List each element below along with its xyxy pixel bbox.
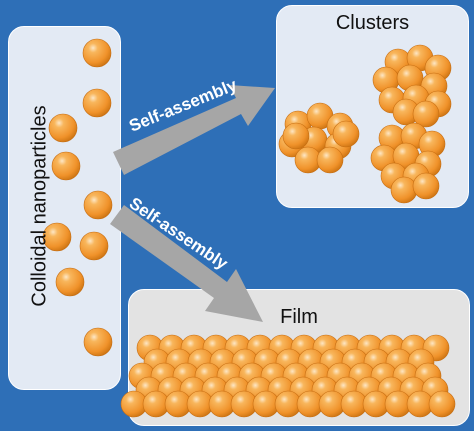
colloidal-nanoparticle [83,190,113,220]
colloidal-nanoparticle [42,222,72,252]
self-assembly-arrow-lower [110,205,263,322]
colloidal-nanoparticle [48,113,78,143]
colloidal-nanoparticle [55,267,85,297]
cluster-nanoparticle [412,100,440,128]
colloidal-nanoparticle [82,88,112,118]
film-title: Film [280,306,318,328]
cluster-nanoparticle [412,172,440,200]
colloidal-nanoparticle [51,151,81,181]
cluster-nanoparticle [332,120,360,148]
film-nanoparticle [428,390,456,418]
colloidal-nanoparticle [82,38,112,68]
cluster-nanoparticle [390,176,418,204]
colloidal-nanoparticles-title: Colloidal nanoparticles [28,105,51,307]
colloidal-nanoparticle [79,231,109,261]
cluster-nanoparticle [282,122,310,150]
colloidal-nanoparticle [83,327,113,357]
self-assembly-arrow-upper [113,85,275,175]
cluster-nanoparticle [316,146,344,174]
clusters-title: Clusters [335,12,410,34]
